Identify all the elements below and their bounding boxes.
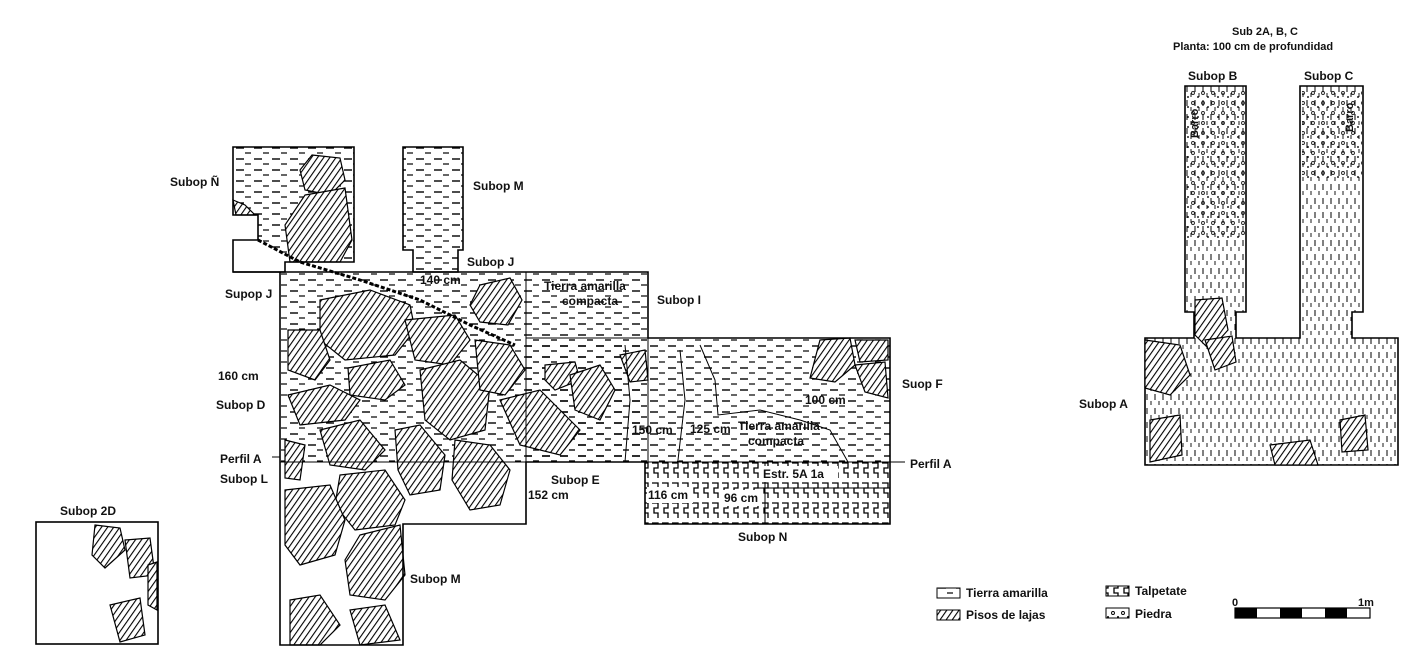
label-subop-j-top: Subop J (467, 255, 514, 269)
main-plan-outline (232, 146, 905, 646)
legend: Tierra amarilla Pisos de lajas Talpetate… (936, 584, 1187, 622)
label-depth-160: 160 cm (218, 369, 259, 383)
lajas-stones (232, 154, 889, 646)
scale-bar: 0 1m (1232, 597, 1374, 619)
label-subop-l: Subop L (220, 472, 268, 486)
label-subop-e: Subop E (551, 473, 600, 487)
label-subop-m-bottom: Subop M (410, 572, 461, 586)
inset-title: Sub 2A, B, C (1232, 26, 1298, 38)
legend-item-tierra-amarilla: Tierra amarilla (936, 586, 1048, 600)
label-subop-d: Subop D (216, 398, 266, 412)
label-depth-116: 116 cm (648, 488, 688, 502)
label-subop-enye: Subop Ñ (170, 174, 219, 189)
label-estr-5a-1a: Estr. 5A 1a (763, 467, 824, 481)
label-subop-m-top: Subop M (473, 179, 524, 193)
scale-start-label: 0 (1232, 597, 1238, 609)
legend-item-pisos-de-lajas: Pisos de lajas (936, 608, 1046, 622)
label-subop-b: Subop B (1188, 69, 1238, 83)
label-compacta-2: compacta (748, 434, 804, 448)
legend-item-piedra: Piedra (1105, 607, 1172, 621)
label-tierra-amarilla-2: Tierra amarilla (738, 419, 820, 433)
legend-item-talpetate: Talpetate (1105, 584, 1187, 598)
label-subop-2d: Subop 2D (60, 504, 116, 518)
inset-subtitle: Planta: 100 cm de profundidad (1173, 41, 1333, 53)
label-tierra-amarilla-1: Tierra amarilla (544, 279, 626, 293)
label-subop-c: Subop C (1304, 69, 1354, 83)
legend-label: Tierra amarilla (966, 586, 1048, 600)
label-suop-f: Suop F (902, 377, 943, 391)
label-subop-a: Subop A (1079, 397, 1128, 411)
legend-label: Piedra (1135, 607, 1172, 621)
label-subop-n: Subop N (738, 530, 787, 544)
label-subop-i: Subop I (657, 293, 701, 307)
label-barro-c: Barro (1344, 102, 1356, 132)
label-perfil-a-left: Perfil A (220, 452, 262, 466)
label-perfil-a-right: Perfil A (910, 457, 952, 471)
label-depth-152: 152 cm (528, 488, 569, 502)
label-barro-b: Barro (1189, 108, 1201, 138)
label-depth-100: 100 cm (805, 393, 846, 407)
label-compacta-1: compacta (562, 294, 618, 308)
label-depth-96: 96 cm (724, 491, 758, 505)
subop-2d-unit: Subop 2D (35, 504, 159, 645)
label-depth-150: 150 cm (632, 423, 673, 437)
main-plan-labels: Subop Ñ Subop M Subop J Supop J 140 cm T… (170, 174, 952, 586)
scale-end-label: 1m (1358, 597, 1374, 609)
legend-label: Pisos de lajas (966, 608, 1046, 622)
label-depth-140: 140 cm (420, 273, 461, 287)
inset-plan: Sub 2A, B, C Planta: 100 cm de profundid… (1079, 26, 1399, 466)
label-supop-j: Supop J (225, 287, 272, 301)
legend-label: Talpetate (1135, 584, 1187, 598)
label-depth-125: 125 cm (690, 422, 731, 436)
